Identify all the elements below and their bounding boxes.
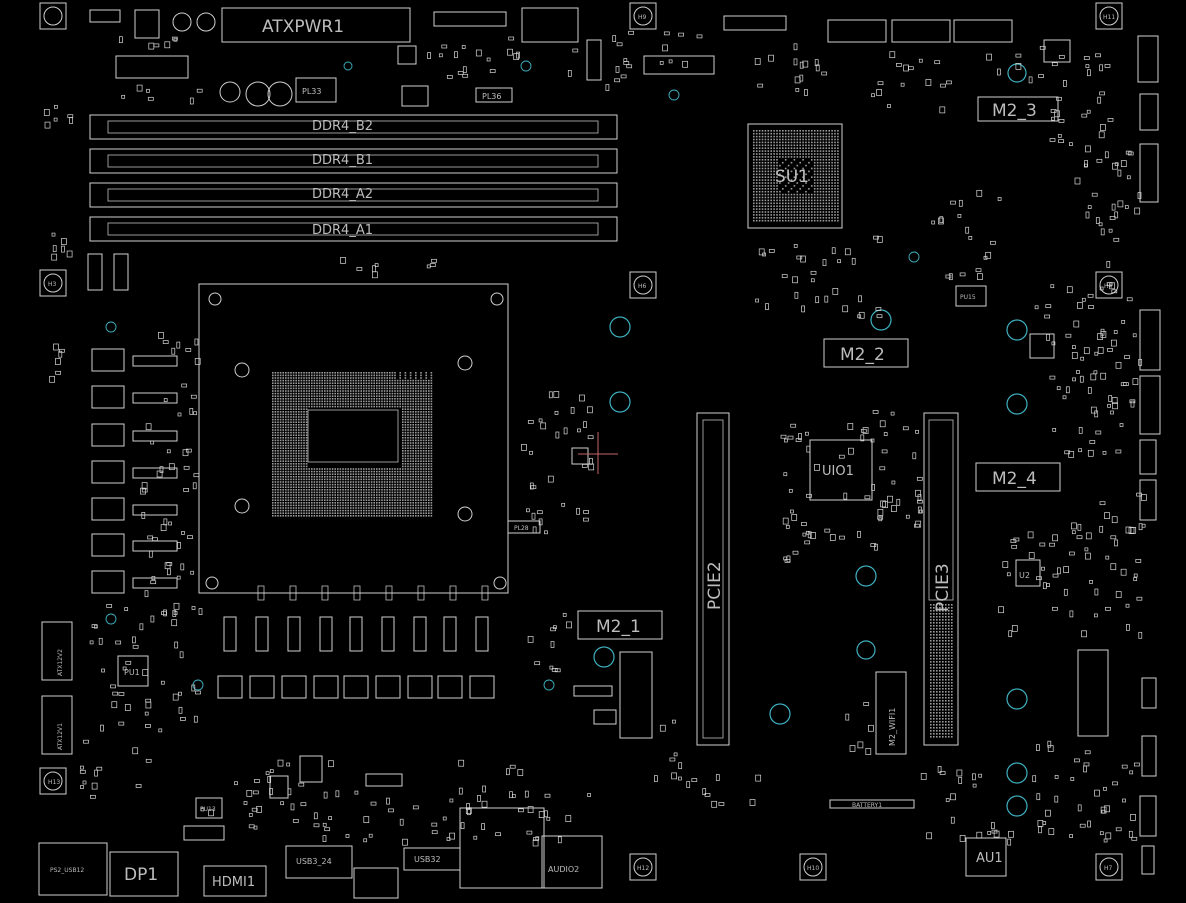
- cpu-pin-array: [272, 372, 433, 517]
- su1-pin-array: [753, 130, 839, 222]
- m2-slots: M2_3 M2_2 M2_4 M2_1 M2_WIFI1: [577, 96, 1061, 755]
- au1-label: AU1: [976, 851, 1003, 866]
- pcie3-pin-array: [930, 604, 953, 738]
- battery1-label: BATTERY1: [852, 802, 882, 809]
- chipset-su1: SU1: [747, 123, 843, 229]
- ddr4-b2-label: DDR4_B2: [312, 119, 373, 134]
- m2-1-label: M2_1: [596, 617, 641, 637]
- h3-label: H3: [48, 281, 57, 288]
- dp1-label: DP1: [124, 865, 158, 885]
- m2-4-label: M2_4: [992, 469, 1037, 489]
- h4-label: H4: [1104, 283, 1113, 290]
- pcie3-label: PCIE3: [933, 563, 953, 612]
- cpu-socket: [198, 283, 509, 594]
- ddr4-b1-label: DDR4_B1: [312, 153, 373, 168]
- atxpwr1-label: ATXPWR1: [262, 17, 344, 37]
- hdmi1-label: HDMI1: [212, 875, 255, 890]
- top-connectors: ATXPWR1 PL33 PL36: [89, 7, 1071, 107]
- uio1-chip: UIO1: [809, 439, 873, 501]
- usb32-label: USB32: [414, 855, 441, 864]
- m2-2-label: M2_2: [840, 345, 885, 365]
- misc-right: U2 PU15 PL28: [507, 35, 1161, 875]
- vrm-bottom-row: [217, 585, 495, 699]
- pcie-slots: PCIE2 PCIE3: [696, 412, 959, 746]
- su1-label: SU1: [775, 167, 809, 187]
- audio2-label: AUDIO2: [548, 865, 579, 874]
- ddr4-a1-label: DDR4_A1: [312, 223, 373, 238]
- pl33-label: PL33: [302, 87, 321, 96]
- h12-label: H12: [637, 865, 649, 872]
- m2-3-label: M2_3: [992, 101, 1037, 121]
- h7-label: H7: [1104, 865, 1113, 872]
- h10-label: H10: [807, 865, 819, 872]
- pu15-label: PU15: [960, 294, 976, 301]
- ps2-label: PS2_USB12: [50, 867, 84, 874]
- via-holes: [105, 60, 1028, 817]
- rear-io: PS2_USB12 DP1 HDMI1 USB3_24 USB32 AUDIO2…: [38, 755, 1007, 899]
- ddr4-a2-label: DDR4_A2: [312, 187, 373, 202]
- m2-wifi1-label: M2_WIFI1: [888, 708, 897, 746]
- pcie2-label: PCIE2: [705, 561, 725, 610]
- h11-label: H11: [1103, 14, 1115, 21]
- usb3-24-label: USB3_24: [296, 857, 332, 866]
- pl28-label: PL28: [514, 525, 529, 532]
- mounting-holes: H3 H6 H4 H9 H11 H13 H12 H10 H7: [39, 2, 1123, 881]
- pu1-label: PU1: [124, 668, 140, 677]
- pu13-label: PU13: [200, 806, 216, 813]
- atx12v1-label: ATX12V1: [57, 723, 64, 750]
- smd-components: [43, 30, 1147, 847]
- h6-label: H6: [638, 283, 647, 290]
- h9-label: H9: [638, 14, 647, 21]
- pl36-label: PL36: [482, 92, 501, 101]
- uio1-label: UIO1: [822, 464, 854, 479]
- atx12v2-label: ATX12V2: [57, 649, 64, 676]
- vrm-left: ATX12V2 ATX12V1 PU1: [41, 253, 178, 755]
- u2-label: U2: [1019, 571, 1030, 580]
- h13-label: H13: [48, 779, 60, 786]
- dimm-slots: DDR4_B2 DDR4_B1 DDR4_A2 DDR4_A1: [89, 114, 618, 242]
